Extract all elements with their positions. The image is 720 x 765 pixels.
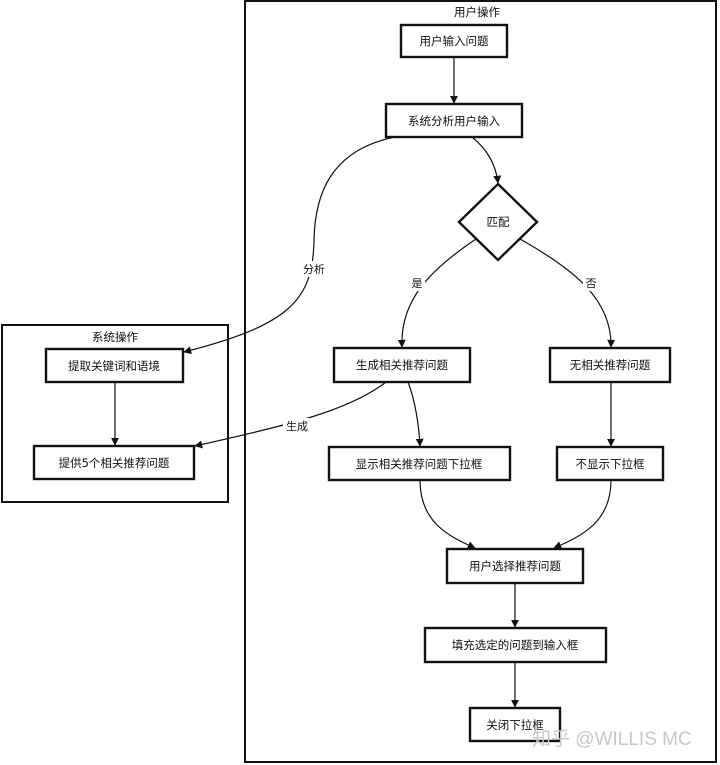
node-user-select[interactable]: 用户选择推荐问题	[445, 547, 585, 585]
node-match-decision[interactable]: 匹配	[457, 182, 539, 262]
watermark: 知乎 @WILLIS MC	[532, 728, 692, 750]
node-generate-related-label: 生成相关推荐问题	[356, 358, 448, 372]
node-user-input-label: 用户输入问题	[420, 34, 489, 48]
node-system-analyze[interactable]: 系统分析用户输入	[384, 102, 524, 139]
node-fill-input-label: 填充选定的问题到输入框	[452, 638, 579, 652]
node-show-dropdown-label: 显示相关推荐问题下拉框	[356, 457, 483, 471]
edge-match-no	[519, 238, 616, 348]
edge-label-yes: 是	[412, 277, 423, 290]
node-close-dropdown-label: 关闭下拉框	[486, 718, 544, 732]
node-extract-keywords-label: 提取关键词和语境	[68, 359, 160, 373]
edge-show-to-select	[419, 479, 476, 549]
node-hide-dropdown[interactable]: 不显示下拉框	[555, 445, 665, 482]
node-no-related[interactable]: 无相关推荐问题	[548, 346, 672, 384]
node-extract-keywords[interactable]: 提取关键词和语境	[44, 347, 185, 384]
edge-hide-to-select	[553, 479, 612, 549]
edge-analyze-to-extract	[183, 136, 396, 355]
edge-label-no: 否	[586, 277, 597, 290]
edge-label-analyze: 分析	[303, 262, 325, 276]
edge-analyze-to-match	[471, 136, 502, 184]
node-no-related-label: 无相关推荐问题	[570, 358, 651, 372]
node-close-dropdown[interactable]: 关闭下拉框	[468, 706, 562, 743]
edge-generate-to-provide	[194, 381, 387, 449]
node-user-select-label: 用户选择推荐问题	[469, 559, 561, 573]
edge-generate-to-show	[407, 381, 424, 447]
edge-label-generate: 生成	[286, 419, 308, 433]
node-system-analyze-label: 系统分析用户输入	[408, 114, 500, 128]
edge-match-yes	[397, 238, 477, 348]
node-match-label: 匹配	[487, 215, 510, 229]
system-operations-frame	[1, 324, 229, 503]
node-generate-related[interactable]: 生成相关推荐问题	[332, 346, 472, 384]
node-user-input[interactable]: 用户输入问题	[399, 23, 509, 59]
user-operations-frame	[244, 0, 717, 763]
node-provide-five-label: 提供5个相关推荐问题	[59, 456, 170, 470]
node-show-dropdown[interactable]: 显示相关推荐问题下拉框	[327, 445, 512, 482]
node-provide-five[interactable]: 提供5个相关推荐问题	[32, 444, 196, 481]
node-fill-input[interactable]: 填充选定的问题到输入框	[423, 626, 608, 664]
node-hide-dropdown-label: 不显示下拉框	[576, 457, 645, 471]
user-operations-title: 用户操作	[454, 5, 500, 19]
system-operations-title: 系统操作	[92, 330, 138, 344]
